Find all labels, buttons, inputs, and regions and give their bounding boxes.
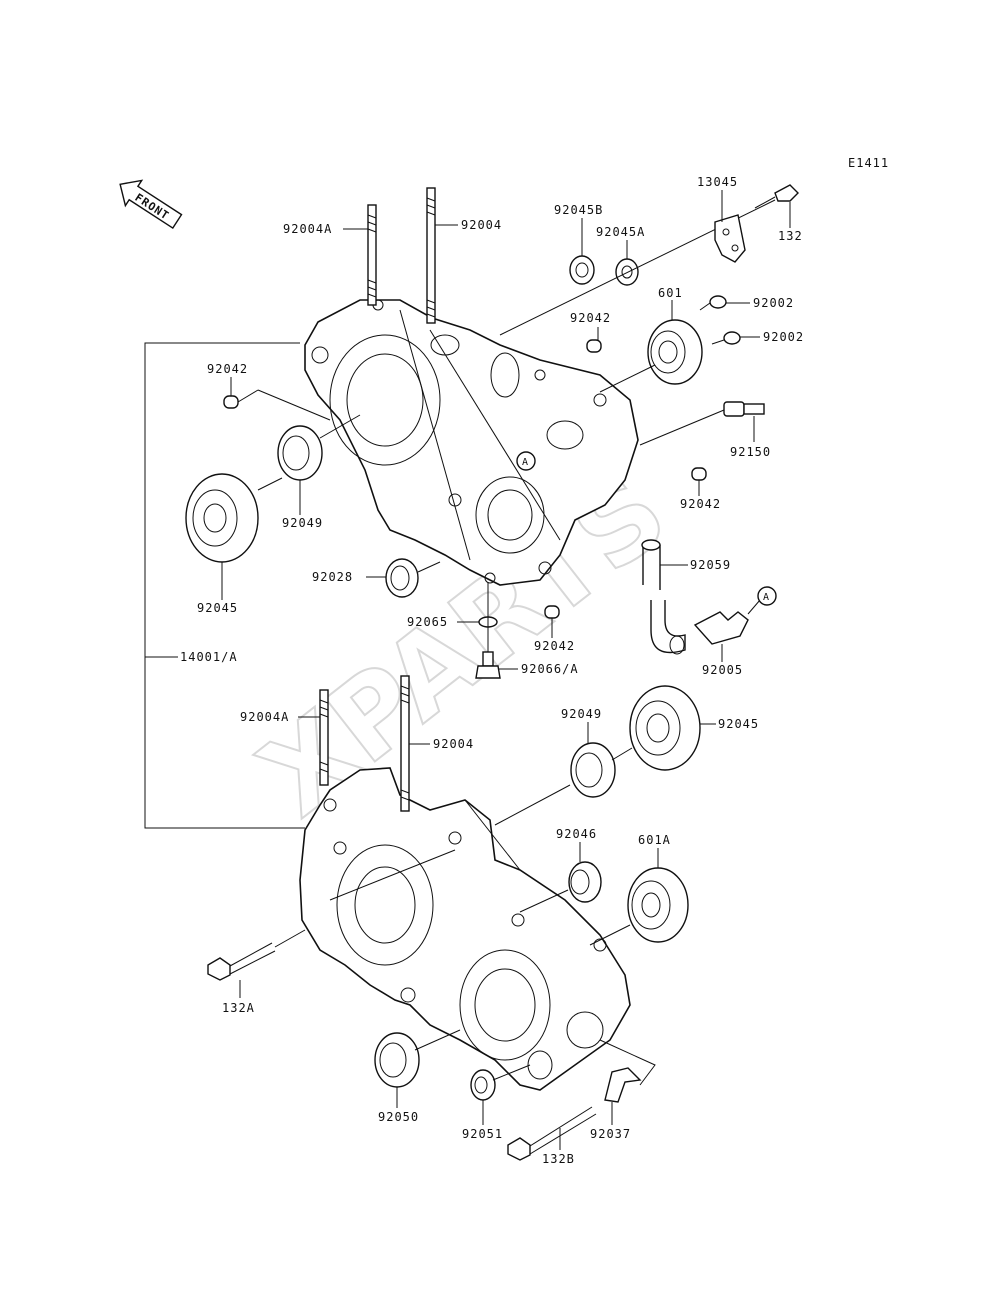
label-92045-right: 92045 [718, 717, 759, 731]
stud-92004-top [426, 187, 436, 324]
hose-92059 [641, 539, 686, 655]
crankcase-bracket-line [144, 342, 305, 829]
screw-92002-b [711, 331, 741, 345]
label-132A: 132A [222, 1001, 255, 1015]
label-92002-a: 92002 [753, 296, 794, 310]
label-92037: 92037 [590, 1127, 631, 1141]
label-92051: 92051 [462, 1127, 503, 1141]
label-92049-low: 92049 [561, 707, 602, 721]
label-92046: 92046 [556, 827, 597, 841]
label-92042-mid: 92042 [570, 311, 611, 325]
label-92045A: 92045A [596, 225, 645, 239]
bearing-92045-left [185, 473, 259, 563]
label-92045-left: 92045 [197, 601, 238, 615]
bearing-92045A [615, 258, 639, 286]
union-92005 [693, 599, 761, 645]
label-92049-top: 92049 [282, 516, 323, 530]
label-132B: 132B [542, 1152, 575, 1166]
dowel-92042-low [544, 605, 560, 619]
stud-92004A-low [319, 689, 329, 786]
bracket-13045 [714, 214, 746, 263]
label-92042-low: 92042 [534, 639, 575, 653]
label-601A: 601A [638, 833, 671, 847]
marker-a-upper: A [516, 451, 536, 471]
stud-92004-low [400, 675, 410, 812]
fitting-92150 [639, 401, 765, 446]
bearing-601A [627, 867, 689, 943]
label-132: 132 [778, 229, 803, 243]
bearing-601 [647, 319, 703, 385]
screw-92002-a [699, 295, 727, 311]
label-92002-b: 92002 [763, 330, 804, 344]
marker-a-right: A [757, 586, 777, 606]
front-arrow-icon: FRONT [119, 179, 183, 230]
part-labels: 92004A 92004 92045B 92045A 13045 132 920… [180, 175, 804, 1166]
seal-92049-low [570, 742, 616, 798]
bearing-92045-right [629, 685, 701, 771]
label-92042-right: 92042 [680, 497, 721, 511]
label-92042-left: 92042 [207, 362, 248, 376]
label-92004-low: 92004 [433, 737, 474, 751]
lower-crankcase-half [299, 767, 631, 1091]
label-92065: 92065 [407, 615, 448, 629]
leader-lines [221, 190, 791, 1150]
label-92059: 92059 [690, 558, 731, 572]
seal-92049-top [277, 425, 323, 481]
label-92066A: 92066/A [521, 662, 579, 676]
bolt-132B [507, 1106, 597, 1161]
bearing-92045B [569, 255, 595, 285]
stud-92004A-top [367, 204, 377, 306]
plug-92066A [475, 651, 501, 679]
bolt-132 [754, 184, 799, 209]
seal-92050 [374, 1032, 420, 1088]
upper-crankcase-half [304, 299, 639, 586]
label-92004-top: 92004 [461, 218, 502, 232]
label-92005: 92005 [702, 663, 743, 677]
label-14001A: 14001/A [180, 650, 238, 664]
label-601: 601 [658, 286, 683, 300]
label-92050: 92050 [378, 1110, 419, 1124]
svg-text:A: A [522, 457, 529, 468]
label-92028: 92028 [312, 570, 353, 584]
bolt-132A [207, 929, 306, 981]
label-92045B: 92045B [554, 203, 603, 217]
label-13045: 13045 [697, 175, 738, 189]
collar-92028 [385, 558, 419, 598]
dowel-92042-right [691, 467, 707, 481]
seal-92051 [470, 1069, 496, 1101]
diagram-code: E1411 [848, 156, 889, 170]
bearing-92046 [568, 861, 602, 903]
dowel-92042-mid [586, 339, 602, 353]
label-92150: 92150 [730, 445, 771, 459]
svg-text:A: A [763, 592, 770, 603]
label-92004A-low: 92004A [240, 710, 289, 724]
dowel-92042-left [223, 395, 239, 409]
clamp-92037 [604, 1067, 642, 1103]
label-92004A-top: 92004A [283, 222, 332, 236]
